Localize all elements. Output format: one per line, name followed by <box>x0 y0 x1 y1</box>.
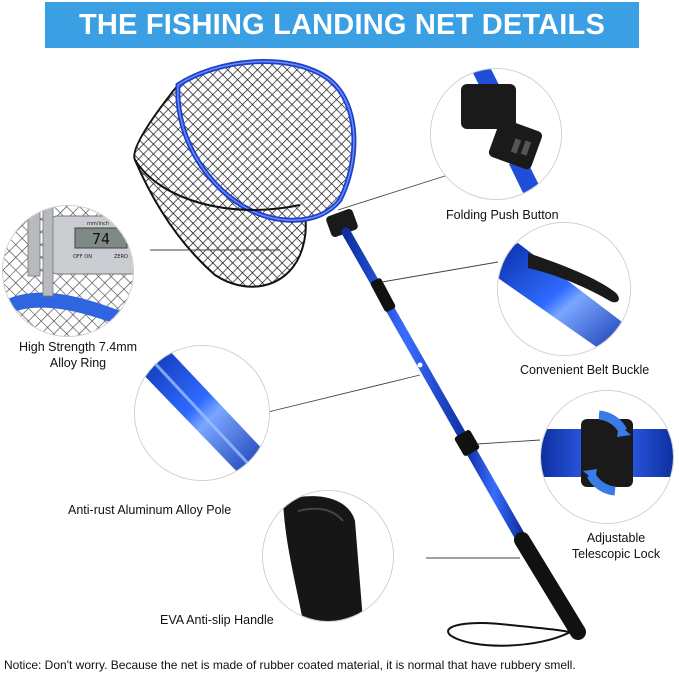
page-title: THE FISHING LANDING NET DETAILS <box>78 8 606 41</box>
caliper-unit: mm/inch <box>87 221 109 227</box>
alloy-ring-label: High Strength 7.4mm Alloy Ring <box>4 339 152 371</box>
caliper-image: 74 mm/inch OFF ON ZERO <box>3 206 133 336</box>
handle-detail <box>262 490 394 622</box>
belt-buckle-detail <box>497 222 631 356</box>
telescopic-lock-label-line2: Telescopic Lock <box>571 547 661 561</box>
aluminum-pole-image <box>135 346 269 480</box>
telescopic-pole <box>341 227 528 546</box>
handle-image <box>263 491 393 621</box>
title-banner: THE FISHING LANDING NET DETAILS <box>45 2 639 48</box>
push-button-image <box>431 69 561 199</box>
telescopic-lock-detail <box>540 390 674 524</box>
belt-buckle-label: Convenient Belt Buckle <box>520 363 650 377</box>
telescopic-lock-label-line1: Adjustable <box>586 531 646 545</box>
caliper-value: 74 <box>92 230 110 248</box>
alloy-ring-detail: 74 mm/inch OFF ON ZERO <box>2 205 134 337</box>
handle-label: EVA Anti-slip Handle <box>160 613 274 627</box>
aluminum-pole-label: Anti-rust Aluminum Alloy Pole <box>68 503 232 517</box>
belt-buckle-image <box>498 223 630 355</box>
net-basket <box>133 59 357 288</box>
callout-lines <box>150 174 541 559</box>
alloy-ring-label-line1: High Strength 7.4mm <box>18 340 138 354</box>
caliper-zero: ZERO <box>114 254 128 260</box>
push-button-label: Folding Push Button <box>446 208 559 222</box>
eva-handle <box>447 532 586 647</box>
alloy-ring-label-line2: Alloy Ring <box>49 356 107 370</box>
telescopic-lock-label: Adjustable Telescopic Lock <box>556 530 676 562</box>
notice-text: Notice: Don't worry. Because the net is … <box>4 658 576 672</box>
telescopic-lock-image <box>541 391 673 523</box>
caliper-off-on: OFF ON <box>73 254 92 260</box>
push-button-detail <box>430 68 562 200</box>
aluminum-pole-detail <box>134 345 270 481</box>
